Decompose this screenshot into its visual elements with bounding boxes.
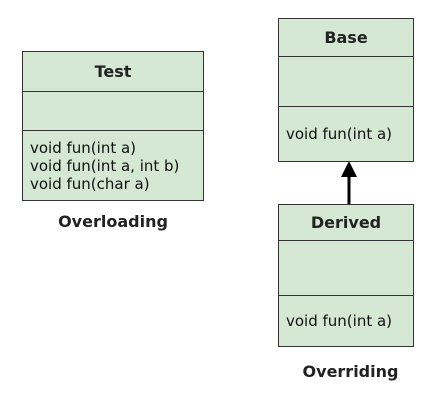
test-class-name: Test xyxy=(23,52,203,92)
derived-class-attributes xyxy=(279,241,413,296)
derived-class-methods: void fun(int a) xyxy=(279,296,413,346)
derived-class-name: Derived xyxy=(279,205,413,241)
test-class-methods: void fun(int a) void fun(int a, int b) v… xyxy=(23,131,203,200)
overloading-caption: Overloading xyxy=(58,212,168,231)
test-method-3: void fun(char a) xyxy=(30,174,150,193)
overriding-caption: Overriding xyxy=(302,362,399,381)
test-class-box: Test void fun(int a) void fun(int a, int… xyxy=(22,51,204,201)
test-method-1: void fun(int a) xyxy=(30,138,137,157)
derived-method-1: void fun(int a) xyxy=(286,312,393,330)
derived-class-box: Derived void fun(int a) xyxy=(278,204,414,347)
base-class-attributes xyxy=(279,57,413,107)
test-method-2: void fun(int a, int b) xyxy=(30,156,180,175)
base-class-methods: void fun(int a) xyxy=(279,107,413,161)
inheritance-arrow-head xyxy=(341,161,357,177)
test-class-attributes xyxy=(23,92,203,131)
base-class-box: Base void fun(int a) xyxy=(278,18,414,162)
base-method-1: void fun(int a) xyxy=(286,125,393,143)
base-class-name: Base xyxy=(279,19,413,57)
